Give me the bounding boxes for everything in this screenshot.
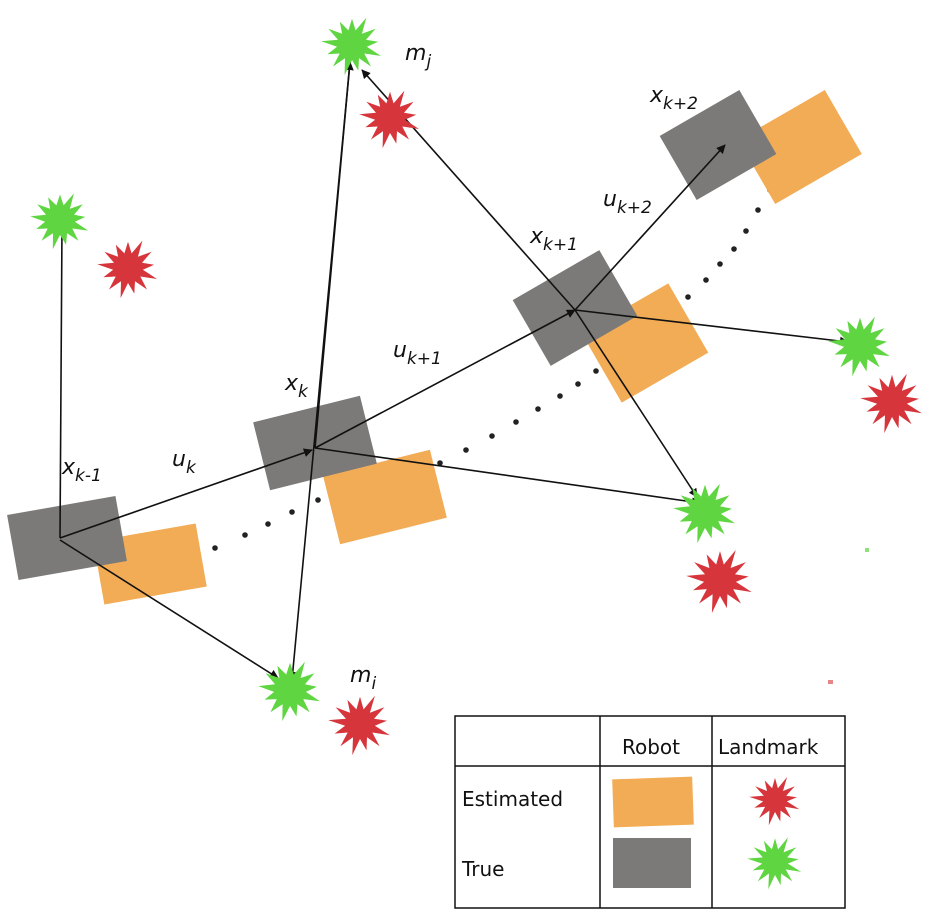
label-u-k+1: uk+1 <box>393 338 442 369</box>
estimated-landmark-mi-icon <box>328 695 390 756</box>
legend-header-robot: Robot <box>622 735 680 759</box>
path-dot <box>731 246 737 252</box>
true-landmark-mj-icon <box>321 17 381 76</box>
legend-true-landmark-icon <box>747 837 802 890</box>
estimated-landmark-far-right-icon <box>860 373 922 434</box>
path-dot <box>557 393 563 399</box>
label-u-k: uk <box>172 447 197 478</box>
path-dot <box>242 532 248 538</box>
legend-true-robot-swatch <box>613 838 691 888</box>
estimated-robot-k+1 <box>581 283 709 403</box>
estimated-landmark-left-icon <box>97 240 157 299</box>
path-dot <box>437 460 443 466</box>
arrow-obs-k-right <box>314 447 701 507</box>
path-dot <box>315 497 321 503</box>
true-landmark-right-mid-icon <box>673 483 735 544</box>
path-dot <box>289 509 295 515</box>
label-u-k+2: uk+2 <box>603 187 652 218</box>
arrow-u-k+1 <box>314 309 576 449</box>
arrow-obs-k-1-up <box>57 224 67 539</box>
true-robot-k+1 <box>512 250 638 366</box>
arrow-u-k+2 <box>574 144 726 311</box>
stray-mark <box>865 548 869 552</box>
estimated-robot-k <box>323 449 447 545</box>
true-robot-k-1 <box>7 495 127 581</box>
true-landmark-far-right-icon <box>828 316 890 377</box>
path-dot <box>717 261 723 267</box>
legend-estimated-robot-swatch <box>612 776 694 828</box>
legend-header-landmark: Landmark <box>718 735 819 759</box>
path-dot <box>265 521 271 527</box>
label-x-k+1: xk+1 <box>529 224 578 255</box>
arrow-obs-k+1-down <box>574 309 698 498</box>
label-x-k+2: xk+2 <box>649 83 698 114</box>
true-landmark-left-icon <box>30 193 89 250</box>
path-dot <box>212 545 218 551</box>
path-dot <box>685 294 691 300</box>
legend-estimated-landmark-icon <box>749 777 800 826</box>
legend-table: Robot Landmark Estimated True <box>454 715 846 909</box>
true-landmark-mi-icon <box>258 661 320 722</box>
path-dot <box>513 419 519 425</box>
path-dot <box>593 368 599 374</box>
legend-row-true: True <box>461 857 504 881</box>
path-dot <box>463 447 469 453</box>
path-dot <box>755 207 761 213</box>
label-m-i: mi <box>350 663 376 694</box>
estimated-robot-k+2 <box>738 89 862 205</box>
arrow-u-k <box>59 448 313 539</box>
label-x-k: xk <box>284 371 309 402</box>
label-m-j: mj <box>405 41 431 72</box>
stray-mark <box>828 680 833 684</box>
legend-row-estimated: Estimated <box>462 787 563 811</box>
path-dot <box>489 433 495 439</box>
label-x-k-1: xk-1 <box>61 455 102 486</box>
path-dot <box>535 406 541 412</box>
estimated-landmark-right-mid-icon <box>686 549 752 613</box>
arrow-obs-k+1-right <box>574 309 849 346</box>
estimated-landmark-mj-icon <box>359 90 419 149</box>
path-dot <box>703 277 709 283</box>
path-dot <box>575 381 581 387</box>
arrow-obs-k-1-mi <box>59 539 279 679</box>
arrow-obs-k-mi <box>288 61 351 681</box>
path-dot <box>743 228 749 234</box>
